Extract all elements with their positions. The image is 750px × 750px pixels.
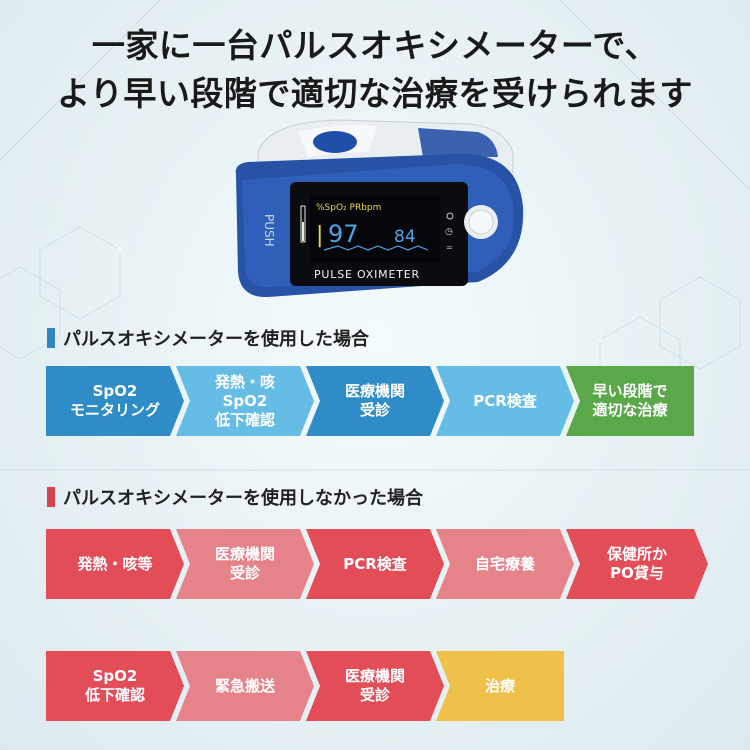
- step-box: SpO2 低下確認: [46, 651, 184, 721]
- section-title-text: パルスオキシメーターを使用しなかった場合: [63, 488, 423, 509]
- step-label: PCR検査: [343, 554, 407, 573]
- step-box: 医療機関 受診: [306, 651, 444, 721]
- step-label: SpO2 モニタリング: [69, 382, 160, 419]
- pr-value: 84: [394, 227, 416, 247]
- svg-text:=: =: [446, 243, 453, 252]
- section-marker: [47, 328, 55, 348]
- svg-text:|: |: [316, 223, 323, 248]
- step-box: 発熱・咳 SpO2 低下確認: [176, 366, 314, 436]
- step-label: 治療: [484, 676, 515, 695]
- headline: 一家に一台パルスオキシメーターで、 より早い段階で適切な治療を受けられます: [0, 22, 750, 118]
- step-label: 緊急搬送: [214, 676, 275, 695]
- step-box: 発熱・咳等: [46, 529, 184, 599]
- headline-line-2: より早い段階で適切な治療を受けられます: [57, 74, 693, 113]
- step-label: 発熱・咳 SpO2 低下確認: [214, 372, 275, 429]
- step-box: 医療機関 受診: [176, 529, 314, 599]
- step-box: 医療機関 受診: [306, 366, 444, 436]
- spo2-value: 97: [328, 220, 359, 248]
- brand-label: PULSE OXIMETER: [314, 268, 420, 281]
- headline-line-1: 一家に一台パルスオキシメーターで、: [91, 26, 659, 65]
- step-label: 早い段階で 適切な治療: [592, 382, 668, 419]
- section-title-with-oximeter: パルスオキシメーターを使用した場合: [47, 327, 369, 350]
- step-box: 自宅療養: [436, 529, 574, 599]
- step-label: 医療機関 受診: [344, 667, 405, 704]
- step-label: PCR検査: [473, 391, 537, 410]
- section-marker: [47, 487, 55, 507]
- step-box: 緊急搬送: [176, 651, 314, 721]
- pulse-oximeter-illustration: PUSH %SpO₂ PRbpm 97 84 | PULSE OXIMETER …: [235, 119, 524, 298]
- step-label: SpO2 低下確認: [84, 667, 145, 704]
- step-label: 医療機関 受診: [344, 382, 405, 419]
- push-label: PUSH: [262, 214, 276, 247]
- screen-header: %SpO₂ PRbpm: [316, 203, 381, 213]
- step-box-final: 治療: [436, 651, 564, 721]
- step-box: 保健所か PO貸与: [566, 529, 708, 599]
- pulse-oximeter-image: PUSH %SpO₂ PRbpm 97 84 | PULSE OXIMETER …: [228, 112, 528, 312]
- step-box: PCR検査: [306, 529, 444, 599]
- step-label: 発熱・咳等: [77, 554, 153, 573]
- step-box-final: 早い段階で 適切な治療: [566, 366, 694, 436]
- step-label: 保健所か PO貸与: [606, 545, 667, 582]
- section-title-text: パルスオキシメーターを使用した場合: [63, 329, 369, 350]
- step-label: 自宅療養: [474, 554, 535, 573]
- svg-text:◷: ◷: [445, 227, 453, 237]
- step-label: 医療機関 受診: [214, 545, 275, 582]
- step-box: SpO2 モニタリング: [46, 366, 184, 436]
- section-title-without-oximeter: パルスオキシメーターを使用しなかった場合: [47, 486, 423, 509]
- step-box: PCR検査: [436, 366, 574, 436]
